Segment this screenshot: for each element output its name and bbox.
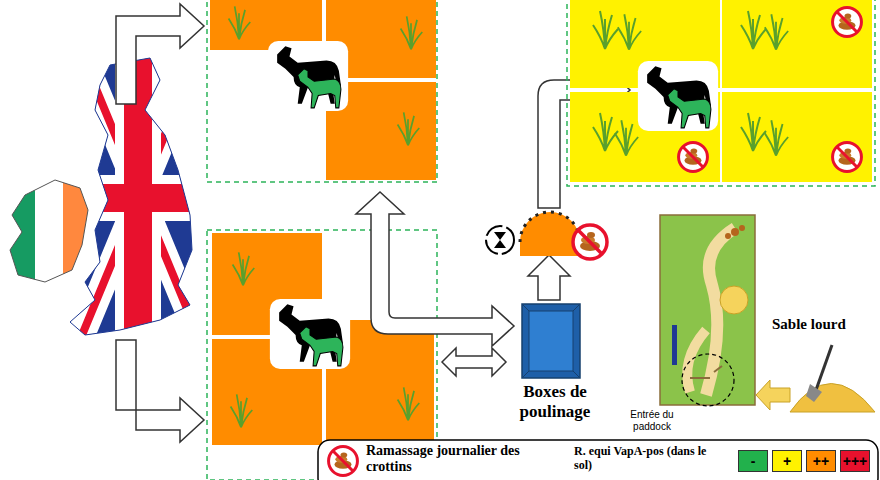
paddock-entrance-label: Entrée du paddock	[612, 409, 692, 433]
legend-text: +	[783, 453, 791, 469]
box-icon	[500, 300, 610, 382]
legend-text: +++	[843, 453, 868, 469]
foaling-box: Boxes de poulinage	[500, 300, 610, 422]
legend-swatch: -	[738, 450, 768, 472]
node-heading: Boxes de poulinage	[500, 382, 610, 422]
legend-text: ++	[813, 453, 829, 469]
legend-swatch: +++	[840, 450, 870, 472]
legend-swatch: +	[772, 450, 802, 472]
heavy-sand-label: Sable lourd	[772, 316, 878, 333]
legend-swatch: ++	[806, 450, 836, 472]
legend-text: Ramassage journalier des crottins	[366, 443, 566, 475]
legend-text: -	[751, 453, 756, 469]
legend-title: R. equi VapA-pos (dans le sol)	[574, 444, 724, 472]
